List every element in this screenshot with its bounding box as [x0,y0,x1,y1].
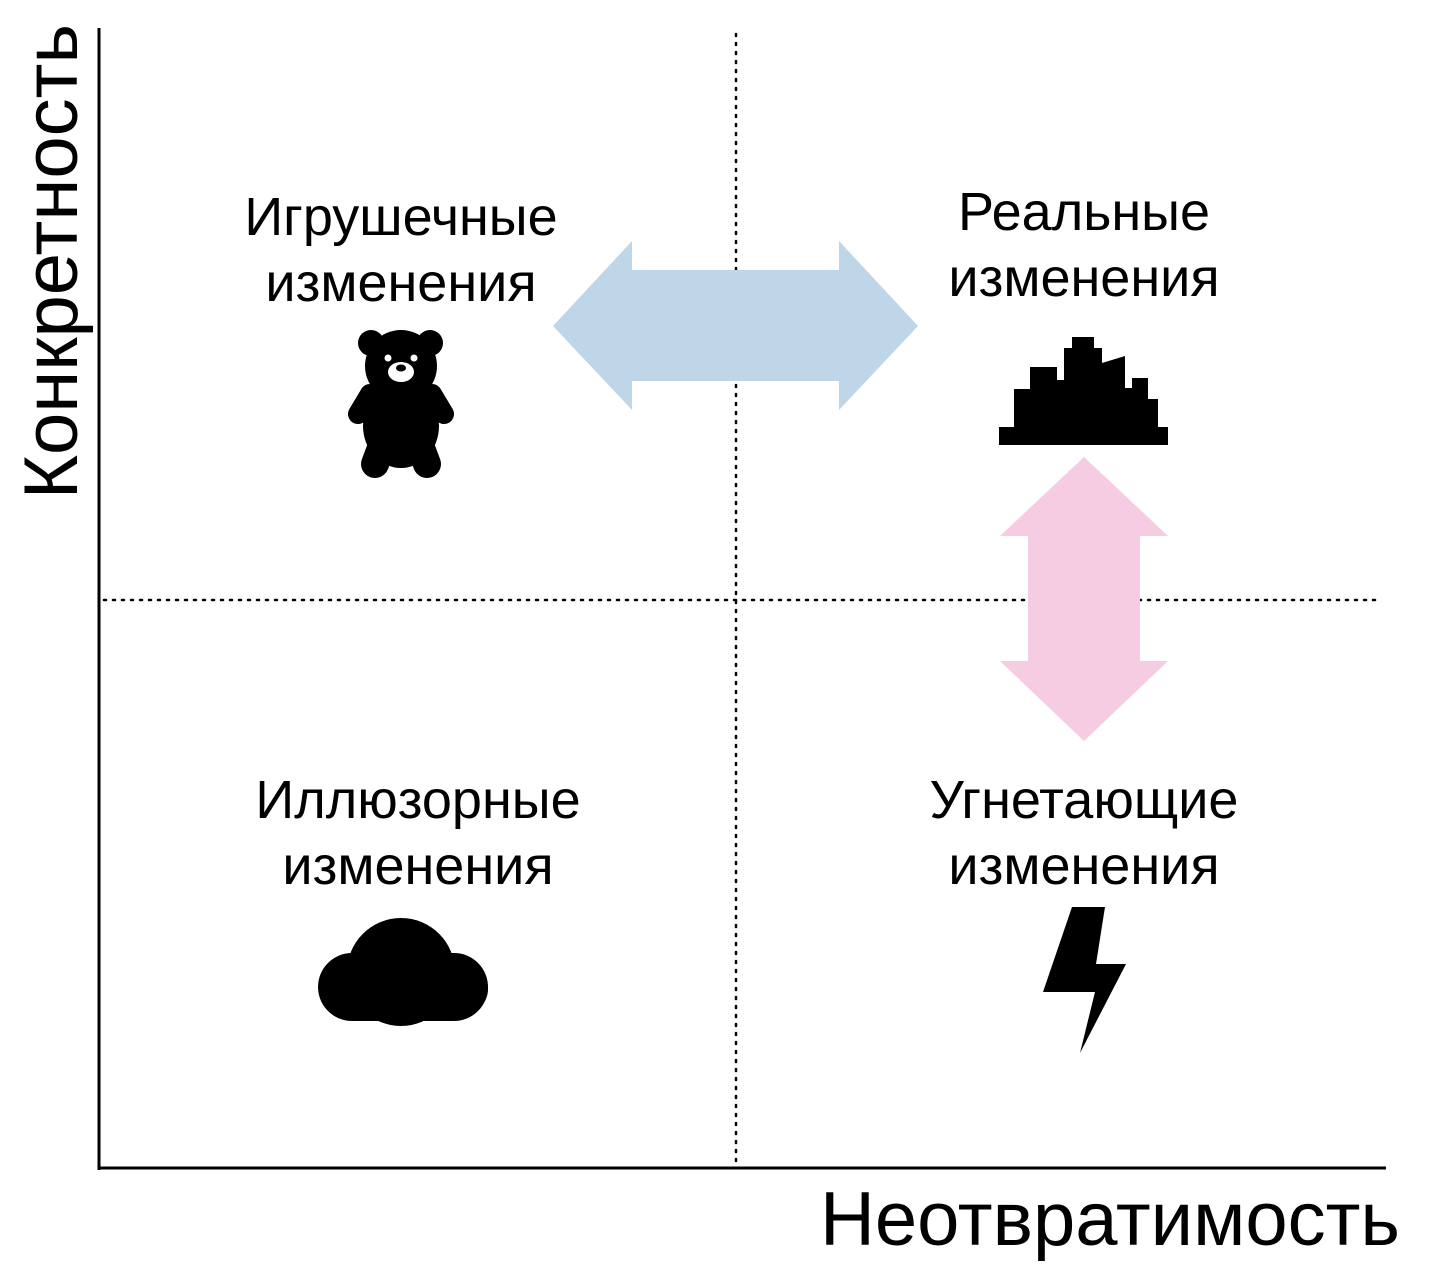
quadrant-bottom-right-line2: изменения [948,836,1219,896]
quadrant-top-left-line1: Игрушечные [244,187,557,247]
quadrant-top-right-line1: Реальные [958,182,1210,242]
lightning-bolt-icon [1043,907,1126,1053]
city-skyline-icon [999,337,1168,445]
vertical-double-arrow [1000,457,1168,741]
quadrant-top-right-line2: изменения [948,248,1219,308]
cloud-icon [318,918,488,1026]
y-axis-label: Конкретность [9,24,94,499]
quadrant-top-left-line2: изменения [265,253,536,313]
quadrant-bottom-left-line1: Иллюзорные [255,770,580,830]
quadrant-bottom-left-line2: изменения [282,836,553,896]
x-axis-label: Неотвратимость [820,1177,1400,1262]
quadrant-bottom-right-line1: Угнетающие [930,770,1239,830]
horizontal-double-arrow [553,241,918,410]
teddy-bear-icon [348,330,454,478]
